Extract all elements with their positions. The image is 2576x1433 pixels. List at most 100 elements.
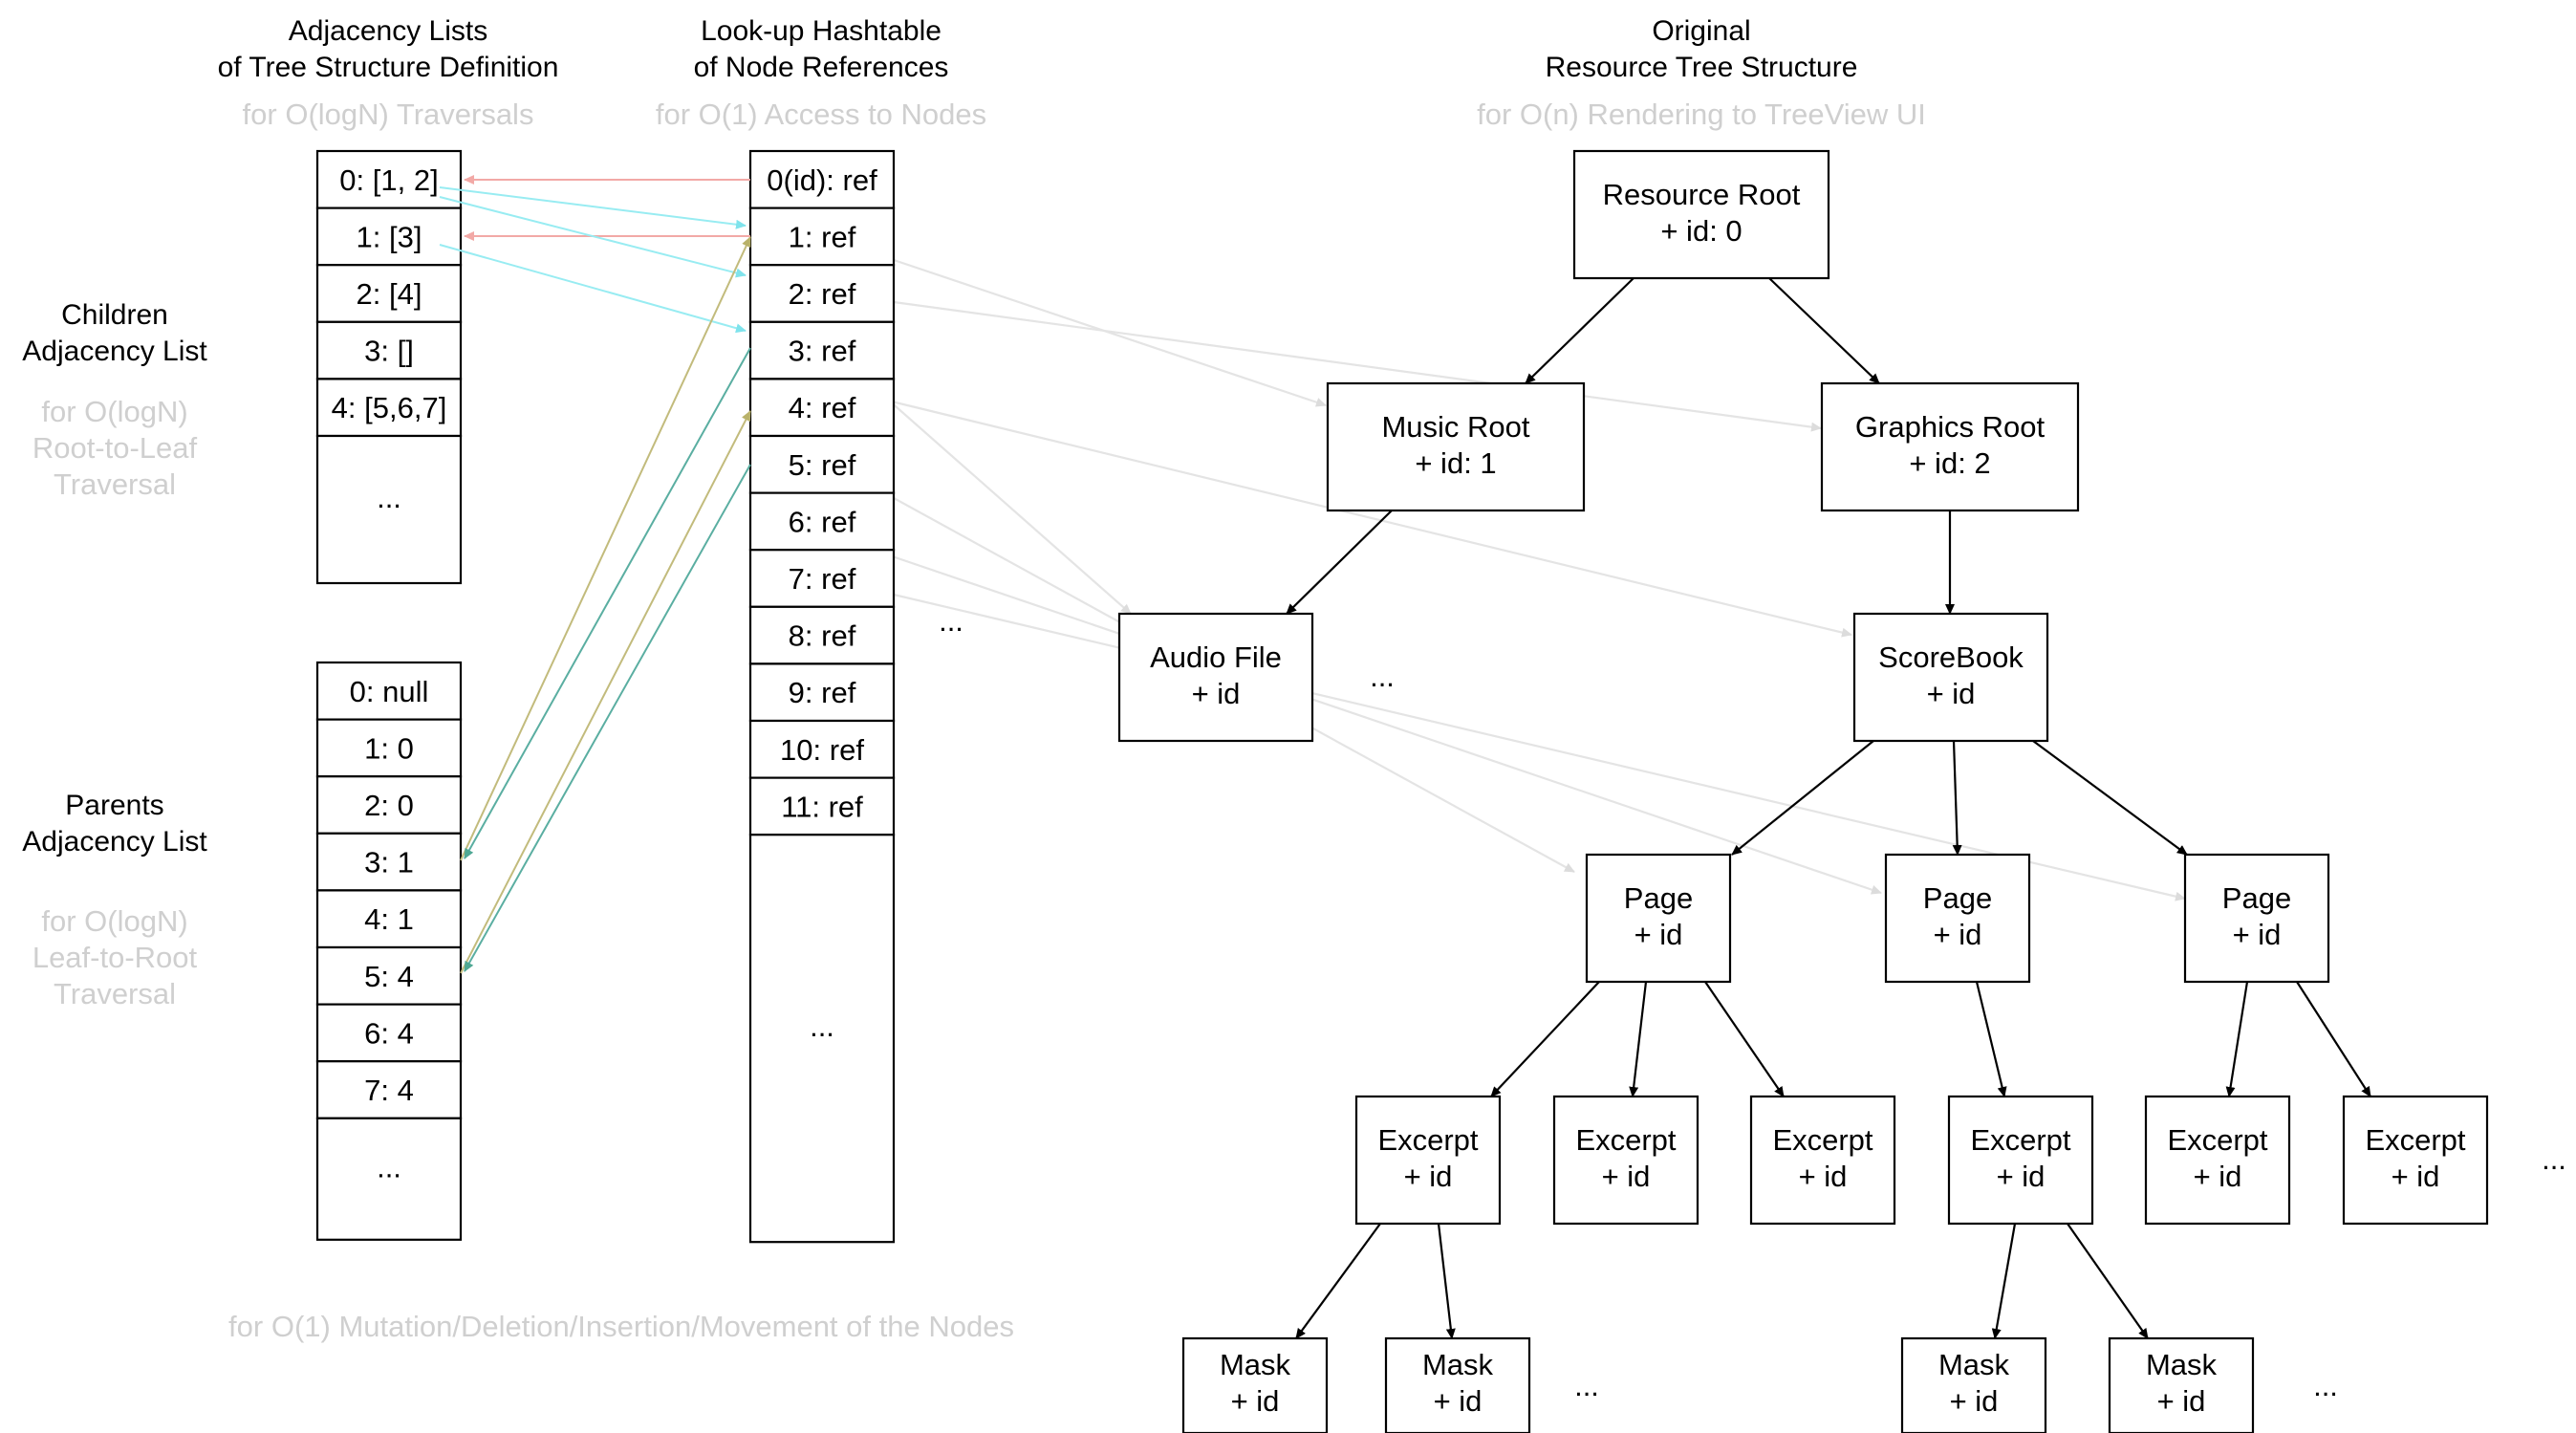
tree-node-id: + id <box>1799 1160 1848 1193</box>
tree-node-id: + id <box>2194 1160 2242 1193</box>
excerpt-row-ellipsis: ... <box>2542 1142 2566 1176</box>
parents-list-cell-text: 7: 4 <box>364 1074 414 1107</box>
children-list-cell <box>315 149 463 209</box>
tree-edge <box>1490 981 1600 1097</box>
tree-node-id: + id <box>1192 677 1241 710</box>
tree-node-box <box>1354 1095 1502 1226</box>
hashtable-cell-text: 9: ref <box>789 676 856 709</box>
tree-edge <box>1437 1223 1456 1339</box>
tree-node-id: + id <box>1404 1160 1453 1193</box>
parents-list-cell <box>315 718 463 778</box>
tree-node-excerpt1: Excerpt+ id <box>1354 1095 1502 1226</box>
parents-list-cell <box>315 661 463 721</box>
tree-edge <box>1991 1223 2017 1339</box>
tree-node-box <box>1384 1336 1531 1433</box>
parents-label-line2: Adjacency List <box>22 826 207 858</box>
hashtable-cell <box>748 206 896 267</box>
children-adjacency-label: Children Adjacency List for O(logN) Root… <box>22 299 207 501</box>
tree-node-excerpt5: Excerpt+ id <box>2144 1095 2291 1226</box>
parents-list-cell-text: 1: 0 <box>364 731 414 765</box>
tree-edge <box>1286 510 1393 615</box>
mask-row-ellipsis-left: ... <box>1574 1369 1599 1402</box>
hashtable-cell-text: 1: ref <box>789 220 856 253</box>
children-list-cell <box>315 264 463 323</box>
tree-node-label: Excerpt <box>1772 1123 1872 1157</box>
tree-node-label: Page <box>2222 881 2291 915</box>
tree-level2-ellipsis: ... <box>1370 660 1395 693</box>
adjacency-header-subtitle: for O(logN) Traversals <box>243 98 534 131</box>
tree-node-label: Excerpt <box>1377 1123 1478 1157</box>
children-label-line1: Children <box>61 299 168 331</box>
ellipsis-markers: ... ... ... ... ... <box>939 604 2566 1402</box>
tree-node-page2: Page+ id <box>1884 853 2031 984</box>
children-list-cell-text: 3: [] <box>364 335 414 368</box>
hashtable-cell-text: 3: ref <box>789 335 856 368</box>
hashtable-cell <box>748 320 896 380</box>
hashtable-header-subtitle: for O(1) Access to Nodes <box>656 98 986 131</box>
parents-adjacency-list: 0: null 1: 0 2: 0 3: 1 4: 1 5: 4 6: 4 7: 4... <box>315 661 463 1241</box>
tree-node-box <box>1117 612 1314 743</box>
tree-edge <box>1295 1223 1381 1339</box>
tree-node-box <box>1552 1095 1699 1226</box>
tree-node-id: + id <box>1231 1384 1280 1418</box>
original-header-line1: Original <box>1652 15 1750 47</box>
parents-list-cell-text: 0: null <box>350 675 429 708</box>
tree-node-label: Excerpt <box>1970 1123 2070 1157</box>
tree-node-box <box>1749 1095 1896 1226</box>
adjacency-header-line2: of Tree Structure Definition <box>218 52 559 83</box>
tree-node-label: Resource Root <box>1603 178 1801 211</box>
parents-list-cell-text: 2: 0 <box>364 789 414 822</box>
children-label-sub1: for O(logN) <box>41 395 187 428</box>
parents-list-cell-text: 5: 4 <box>364 960 414 993</box>
adjacency-lists-header: Adjacency Lists of Tree Structure Defini… <box>218 15 559 131</box>
child-arrow-cyan <box>439 244 747 334</box>
list-to-hashtable-arrows <box>439 175 751 974</box>
parents-list-cell-text: 4: 1 <box>364 902 414 936</box>
hashtable-cell <box>748 662 896 723</box>
tree-edge <box>2067 1223 2149 1339</box>
parents-list-cell <box>315 945 463 1006</box>
tree-node-label: Mask <box>1422 1348 1494 1381</box>
tree-node-box <box>1326 381 1586 512</box>
parents-list-cell-text: 3: 1 <box>364 846 414 879</box>
hashtable-cell-text: 11: ref <box>781 790 863 823</box>
hashtable-overflow-ellipsis: ... <box>939 604 963 638</box>
tree-node-id: + id <box>1634 918 1683 951</box>
tree-node-id: + id <box>1927 677 1976 710</box>
hashtable-header-line2: of Node References <box>694 52 949 83</box>
tree-node-label: Page <box>1624 881 1693 915</box>
children-list-cell <box>315 378 463 438</box>
tree-node-mask3: Mask+ id <box>1900 1336 2047 1433</box>
tree-edge <box>1629 981 1648 1097</box>
tree-node-mask1: Mask+ id <box>1181 1336 1329 1433</box>
tree-node-box <box>1181 1336 1329 1433</box>
children-list-cell-text: ... <box>377 481 401 514</box>
parents-list-cell-text: ... <box>377 1150 401 1183</box>
children-label-sub2: Root-to-Leaf <box>32 431 198 465</box>
parents-label-sub2: Leaf-to-Root <box>32 941 198 974</box>
tree-node-box <box>2108 1336 2255 1433</box>
hashtable-cell <box>748 605 896 665</box>
tree-node-excerpt2: Excerpt+ id <box>1552 1095 1699 1226</box>
hashtable-cell-text: 8: ref <box>789 619 856 653</box>
tree-node-id: + id <box>1997 1160 2046 1193</box>
tree-node-page1: Page+ id <box>1585 853 1732 984</box>
parents-list-cell-text: 6: 4 <box>364 1016 414 1050</box>
node-reference-arrow <box>869 547 1882 895</box>
parent-arrow-teal <box>464 464 751 972</box>
children-list-cell-text: 1: [3] <box>357 220 422 253</box>
tree-edges <box>1286 277 2371 1339</box>
hashtable-cell-text: 6: ref <box>789 505 856 538</box>
hashtable-cell-text: 4: ref <box>789 391 856 424</box>
tree-node-label: Excerpt <box>2365 1123 2465 1157</box>
tree-edge <box>1525 277 1634 384</box>
tree-node-label: Music Root <box>1381 410 1529 444</box>
tree-node-box <box>1820 381 2080 512</box>
node-reference-arrow <box>893 258 1327 407</box>
hashtable-cell-text: ... <box>810 1010 834 1043</box>
parents-list-cell <box>315 775 463 835</box>
hashtable-cell <box>748 549 896 608</box>
